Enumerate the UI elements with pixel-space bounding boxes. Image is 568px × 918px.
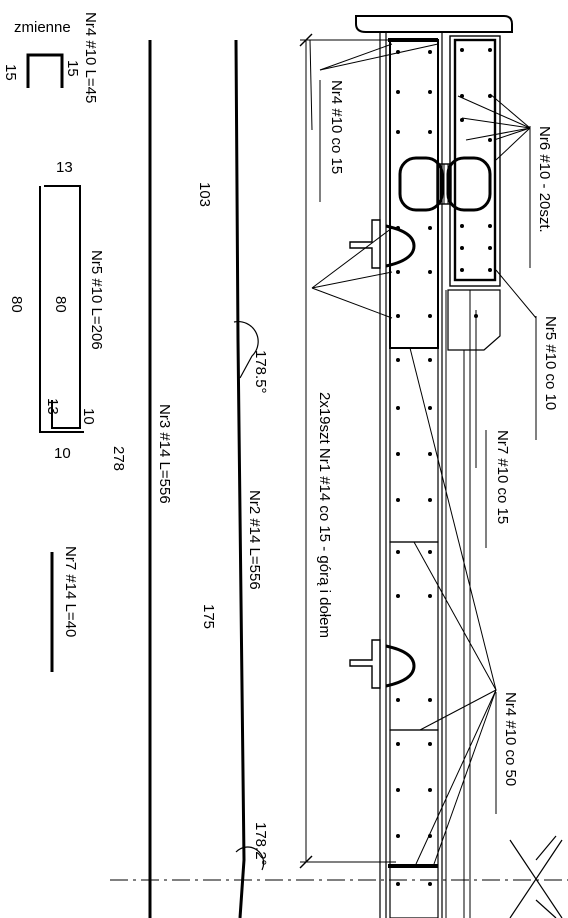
nr3-spec-label: Nr3 #14 L=556 — [156, 404, 173, 504]
nr5-spec-label: Nr5 #10 L=206 — [88, 250, 105, 350]
nr2-seg-lower-dim: 175 — [200, 604, 217, 629]
angle-upper-label: 178.5° — [252, 350, 269, 394]
label-nr6: Nr6 #10 - 20szt. — [536, 126, 553, 233]
nr7-bar-shape: Nr7 #14 L=40 — [50, 546, 79, 672]
overall-dimension — [299, 33, 396, 869]
nr3-bar: 278 Nr3 #14 L=556 — [110, 40, 173, 918]
left-slab — [379, 32, 443, 918]
nr7-spec-label: Nr7 #14 L=40 — [62, 546, 79, 637]
nr5-bottom-inner-dim: 13 — [44, 398, 61, 415]
nr4-leg-left-dim: 15 — [2, 64, 19, 81]
label-nr4-co15: Nr4 #10 co 15 — [328, 80, 345, 174]
nr5-side-outer-dim: 80 — [8, 296, 25, 313]
nr4-leg-right-dim: 15 — [64, 60, 81, 77]
nr5-top-dim: 13 — [56, 159, 73, 176]
label-nr7-co15: Nr7 #10 co 15 — [494, 430, 511, 524]
nr2-spec-label: Nr2 #14 L=556 — [246, 490, 263, 590]
top-cap — [355, 15, 513, 33]
nr4-spec-label: Nr4 #10 L=45 — [82, 12, 99, 103]
break-symbol — [509, 835, 563, 918]
nr3-length-dim: 278 — [110, 446, 127, 471]
nr5-hook-a-dim: 10 — [80, 408, 97, 425]
nr4-shape-label: zmienne — [14, 19, 71, 36]
leader-lines — [309, 39, 537, 865]
nr5-hook-b-dim: 10 — [54, 445, 71, 462]
nr5-bar-shape: 13 80 80 13 10 10 Nr5 #10 L=206 — [8, 159, 105, 462]
nr2-seg-upper-dim: 103 — [196, 182, 213, 207]
angle-lower-label: 178.2° — [252, 822, 269, 866]
hook-upper — [349, 219, 416, 269]
nr5-side-inner-dim: 80 — [52, 296, 69, 313]
hook-lower — [349, 639, 416, 689]
right-slab — [445, 35, 501, 918]
nr4-bar-shape: zmienne 15 15 Nr4 #10 L=45 — [2, 12, 99, 103]
label-nr4-co50: Nr4 #10 co 50 — [502, 692, 519, 786]
nr2-bar: 103 175 Nr2 #14 L=556 178.5° 178.2° — [196, 39, 269, 918]
label-nr5-co10: Nr5 #10 co 10 — [542, 316, 559, 410]
coupler-detail — [398, 156, 492, 212]
label-nr1-main: 2x19szt Nr1 #14 co 15 - górą i dołem — [316, 392, 333, 638]
